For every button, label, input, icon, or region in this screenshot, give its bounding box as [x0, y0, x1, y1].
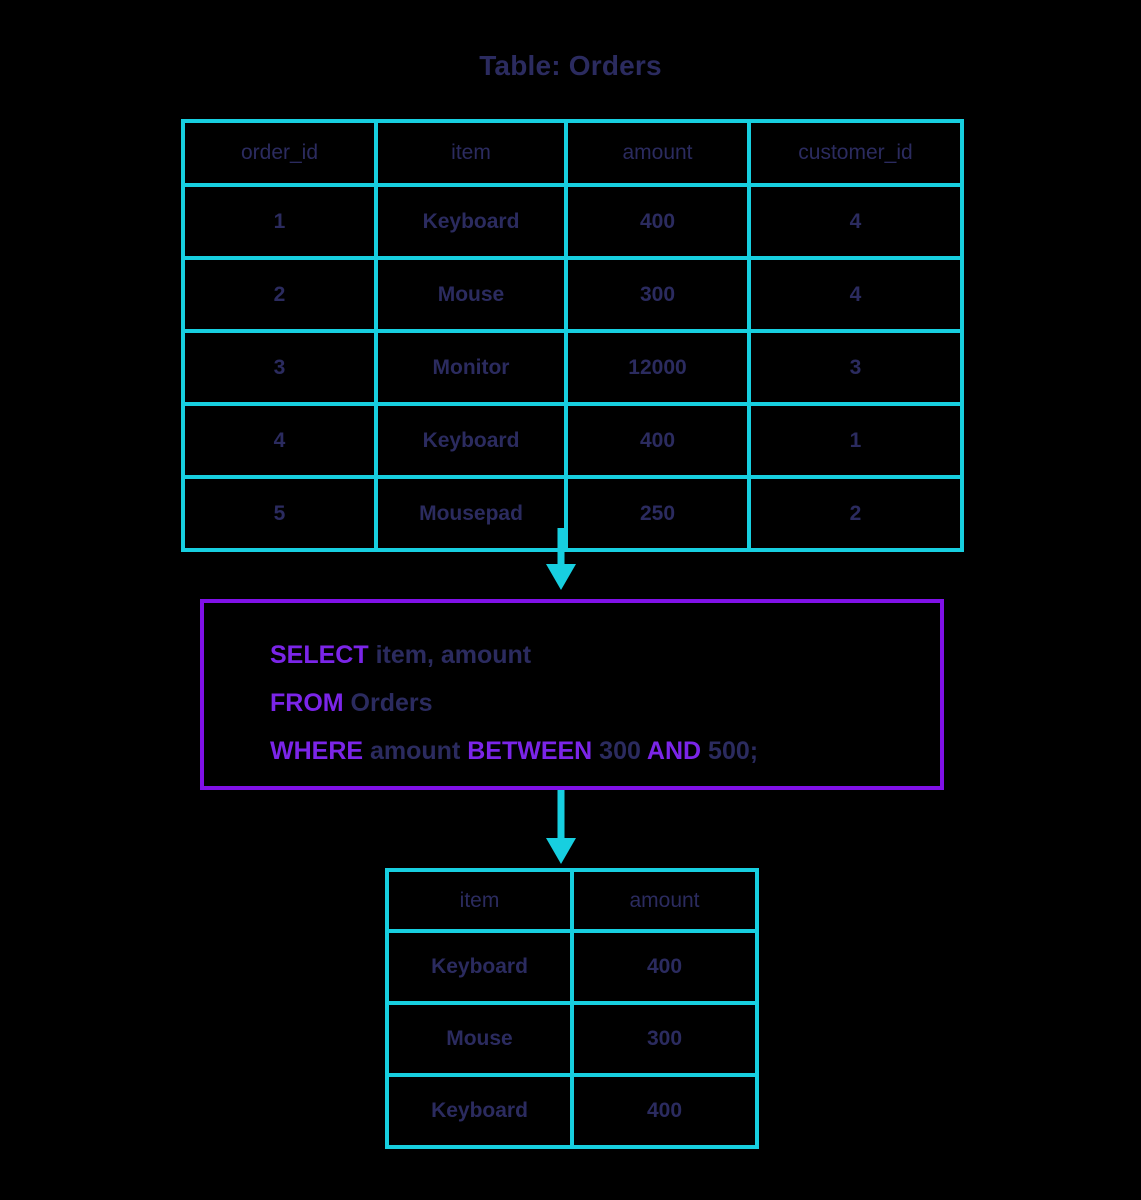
- result-column-header-item: item: [385, 868, 574, 933]
- result-header-row: item amount: [385, 868, 759, 933]
- cell-order-id: 3: [181, 329, 378, 406]
- column-header-customer-id: customer_id: [747, 119, 964, 187]
- arrow-query-to-result-icon: [546, 790, 576, 864]
- table-row: 3 Monitor 12000 3: [181, 329, 964, 406]
- column-header-item: item: [374, 119, 568, 187]
- result-cell-amount: 400: [570, 1073, 759, 1149]
- cell-customer-id: 4: [747, 256, 964, 333]
- sql-keyword-between: BETWEEN: [467, 737, 593, 765]
- sql-operand-upper-bound: 500;: [701, 737, 759, 765]
- sql-line-select: SELECT item, amount: [270, 631, 940, 679]
- result-cell-amount: 300: [570, 1001, 759, 1077]
- cell-order-id: 2: [181, 256, 378, 333]
- table-row: 2 Mouse 300 4: [181, 256, 964, 333]
- cell-item: Keyboard: [374, 402, 568, 479]
- page-title: Table: Orders: [479, 50, 662, 81]
- source-table-orders: order_id item amount customer_id 1 Keybo…: [181, 119, 964, 552]
- sql-operand-table: Orders: [343, 689, 433, 717]
- cell-amount: 12000: [564, 329, 751, 406]
- sql-operand-column: amount: [363, 737, 468, 765]
- cell-amount: 250: [564, 475, 751, 552]
- cell-item: Monitor: [374, 329, 568, 406]
- cell-item: Mouse: [374, 256, 568, 333]
- sql-keyword-select: SELECT: [270, 641, 369, 669]
- result-cell-amount: 400: [570, 929, 759, 1005]
- sql-keyword-and: AND: [646, 737, 702, 765]
- cell-order-id: 5: [181, 475, 378, 552]
- result-table: item amount Keyboard 400 Mouse 300 Keybo…: [385, 868, 759, 1149]
- result-column-header-amount: amount: [570, 868, 759, 933]
- result-table-row: Keyboard 400: [385, 1073, 759, 1149]
- sql-query-box: SELECT item, amount FROM Orders WHERE am…: [200, 599, 944, 790]
- cell-customer-id: 4: [747, 183, 964, 260]
- result-cell-item: Keyboard: [385, 929, 574, 1005]
- sql-line-where: WHERE amount BETWEEN 300 AND 500;: [270, 727, 940, 775]
- table-header-row: order_id item amount customer_id: [181, 119, 964, 187]
- result-table-row: Keyboard 400: [385, 929, 759, 1005]
- sql-keyword-from: FROM: [270, 689, 344, 717]
- table-row: 1 Keyboard 400 4: [181, 183, 964, 260]
- sql-keyword-where: WHERE: [270, 737, 364, 765]
- cell-amount: 300: [564, 256, 751, 333]
- sql-line-from: FROM Orders: [270, 679, 940, 727]
- column-header-order-id: order_id: [181, 119, 378, 187]
- result-table-row: Mouse 300: [385, 1001, 759, 1077]
- cell-amount: 400: [564, 183, 751, 260]
- table-row: 5 Mousepad 250 2: [181, 475, 964, 552]
- column-header-amount: amount: [564, 119, 751, 187]
- sql-operand-lower-bound: 300: [592, 737, 647, 765]
- cell-item: Mousepad: [374, 475, 568, 552]
- cell-order-id: 1: [181, 183, 378, 260]
- cell-order-id: 4: [181, 402, 378, 479]
- cell-amount: 400: [564, 402, 751, 479]
- cell-customer-id: 3: [747, 329, 964, 406]
- arrow-table-to-query-icon: [546, 528, 576, 590]
- cell-item: Keyboard: [374, 183, 568, 260]
- sql-operand-columns: item, amount: [368, 641, 532, 669]
- result-cell-item: Keyboard: [385, 1073, 574, 1149]
- result-cell-item: Mouse: [385, 1001, 574, 1077]
- table-row: 4 Keyboard 400 1: [181, 402, 964, 479]
- cell-customer-id: 2: [747, 475, 964, 552]
- cell-customer-id: 1: [747, 402, 964, 479]
